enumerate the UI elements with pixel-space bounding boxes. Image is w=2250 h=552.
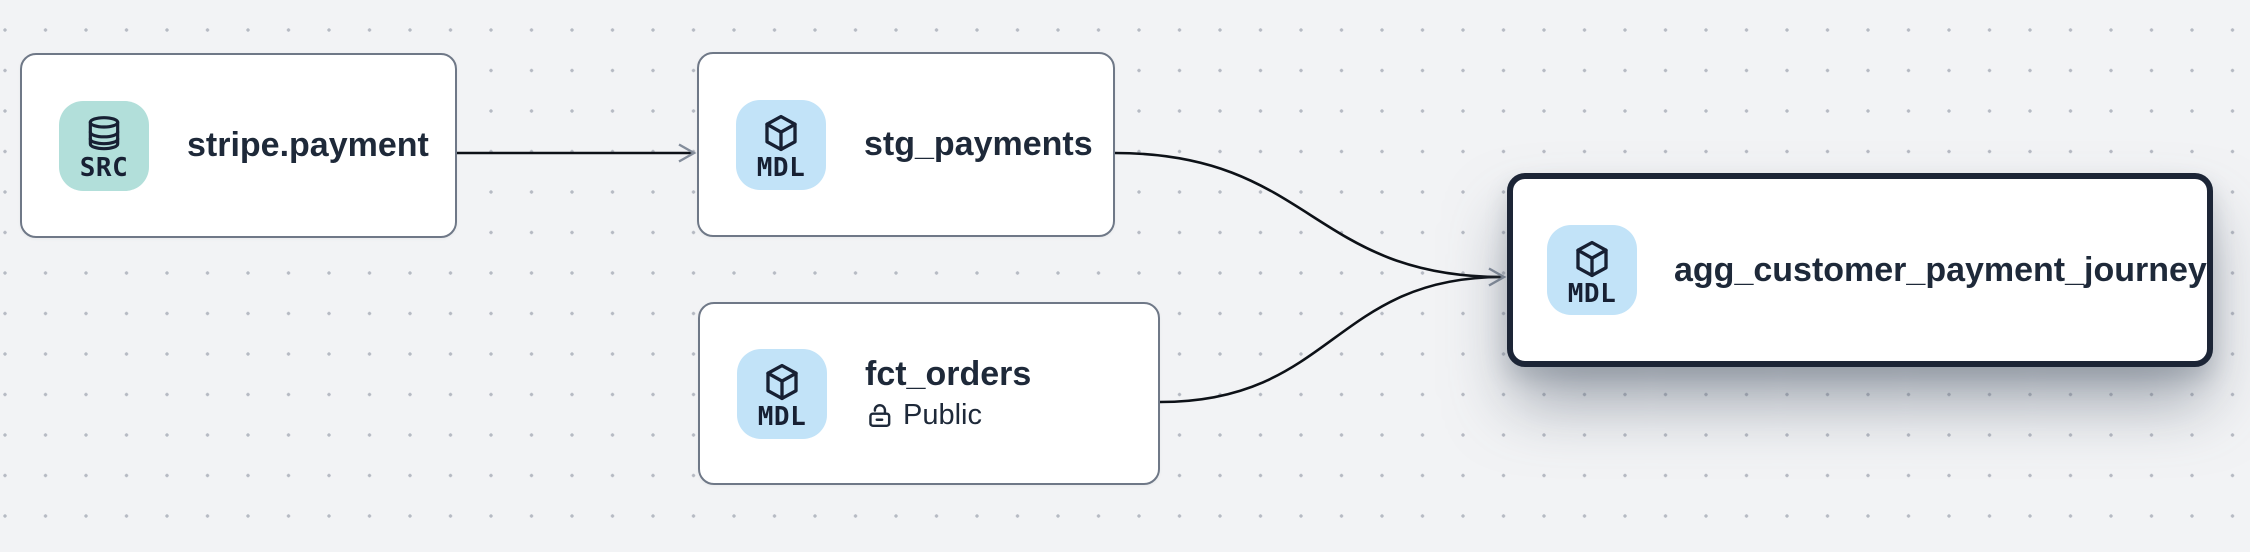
lock-open-icon — [869, 403, 891, 427]
cube-icon — [1576, 240, 1608, 277]
database-icon — [88, 116, 120, 151]
badge-label: MDL — [757, 402, 807, 433]
edge-stg-to-agg — [1114, 151, 1503, 279]
badge-label: MDL — [1567, 278, 1617, 309]
node-title: stg_payments — [864, 125, 1093, 164]
source-badge: SRC — [59, 100, 149, 191]
edge-fct-to-agg — [1159, 275, 1503, 404]
arrowhead-icon — [1488, 267, 1507, 287]
badge-label: MDL — [756, 153, 806, 184]
cube-icon — [766, 364, 798, 401]
node-stg-payments[interactable]: MDL stg_payments — [697, 52, 1115, 237]
node-title: fct_orders — [865, 355, 1032, 394]
model-badge: MDL — [737, 348, 827, 439]
badge-label: SRC — [79, 153, 129, 184]
node-stripe-payment[interactable]: SRC stripe.payment — [20, 53, 457, 238]
cube-icon — [765, 115, 797, 152]
access-row: Public — [865, 398, 1031, 433]
node-agg-customer-payment-journey[interactable]: MDL agg_customer_payment_journey — [1507, 173, 2213, 367]
model-badge: MDL — [736, 99, 826, 190]
node-title: stripe.payment — [187, 126, 429, 165]
node-fct-orders[interactable]: MDL fct_orders Public — [698, 302, 1160, 485]
model-badge: MDL — [1547, 225, 1637, 315]
arrowhead-icon — [678, 143, 697, 163]
node-title: agg_customer_payment_journey — [1674, 250, 2207, 289]
access-label: Public — [903, 399, 982, 431]
